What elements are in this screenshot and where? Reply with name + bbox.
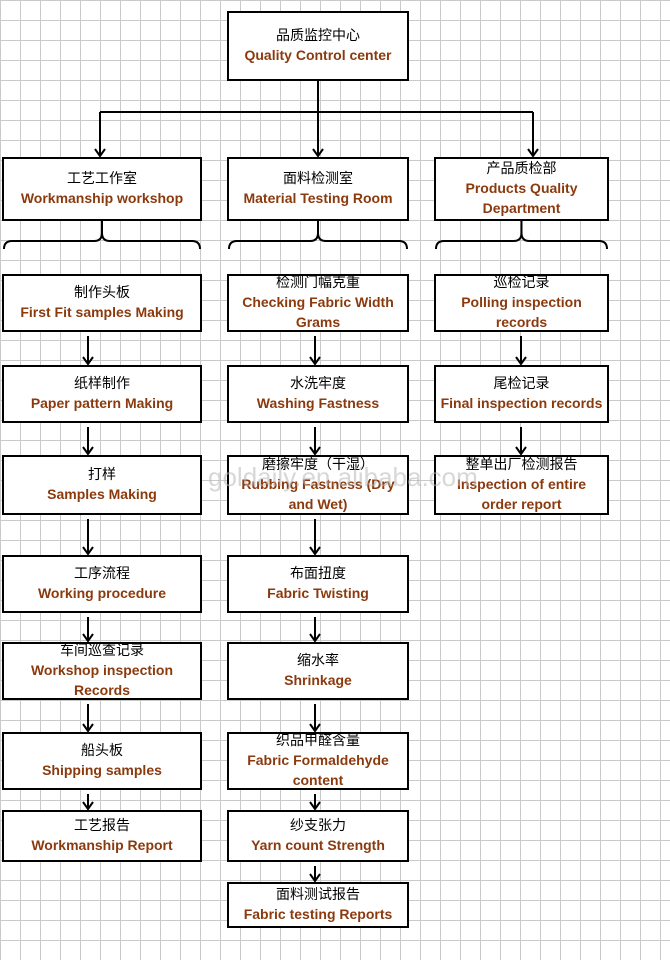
step-node-0-4: 车间巡查记录 Workshop inspection Records xyxy=(2,642,202,700)
step-node-0-3: 工序流程 Working procedure xyxy=(2,555,202,613)
step-node-0-6: 工艺报告 Workmanship Report xyxy=(2,810,202,862)
step-arrow-1-1-head xyxy=(309,446,321,456)
column-header-2: 产品质检部 Products Quality Department xyxy=(434,157,609,221)
step-node-0-1: 纸样制作 Paper pattern Making xyxy=(2,365,202,423)
brace-2 xyxy=(435,232,608,250)
step-arrow-1-4-head xyxy=(309,723,321,733)
column-header-0-label-en: Workmanship workshop xyxy=(20,190,184,206)
step-arrow-1-3-head xyxy=(309,633,321,643)
step-node-0-5: 船头板 Shipping samples xyxy=(2,732,202,790)
step-arrow-1-2-head xyxy=(309,546,321,556)
step-node-1-7-label-zh: 面料测试报告 xyxy=(276,887,360,903)
step-node-0-5-label-zh: 船头板 xyxy=(81,743,123,759)
step-node-2-2: 整单出厂检测报告 Inspection of entire order repor… xyxy=(434,455,609,515)
step-node-0-2: 打样 Samples Making xyxy=(2,455,202,515)
root-arrow-0-head xyxy=(94,148,106,158)
step-node-0-6-label-en: Workmanship Report xyxy=(31,837,173,853)
root-node-label-zh: 品质监控中心 xyxy=(276,28,360,44)
step-node-2-2-label-en: Inspection of entire order report xyxy=(456,476,587,512)
step-node-2-0-label-en: Polling inspection records xyxy=(461,294,582,330)
step-node-1-5-label-zh: 织品甲醛含量 xyxy=(276,733,360,749)
step-arrow-0-1-head xyxy=(82,446,94,456)
step-node-1-0-label-zh: 检测门幅克重 xyxy=(276,275,360,291)
step-arrow-1-6-head xyxy=(309,873,321,883)
step-node-1-2-label-en: Rubbing Fastness (Dry and Wet) xyxy=(241,476,395,512)
step-node-1-6-label-zh: 纱支张力 xyxy=(290,818,346,834)
step-node-1-3: 布面扭度 Fabric Twisting xyxy=(227,555,409,613)
column-header-1-label-en: Material Testing Room xyxy=(243,190,393,206)
step-arrow-2-1-head xyxy=(515,446,527,456)
step-arrow-1-5-head xyxy=(309,801,321,811)
step-node-1-0: 检测门幅克重 Checking Fabric Width Grams xyxy=(227,274,409,332)
column-header-2-label-en: Products Quality Department xyxy=(465,180,578,216)
step-arrow-2-0-head xyxy=(515,356,527,366)
step-node-2-0: 巡检记录 Polling inspection records xyxy=(434,274,609,332)
step-arrow-1-0-head xyxy=(309,356,321,366)
step-node-0-5-label-en: Shipping samples xyxy=(42,762,162,778)
column-header-1: 面料检测室 Material Testing Room xyxy=(227,157,409,221)
step-node-0-0-label-zh: 制作头板 xyxy=(74,285,130,301)
root-arrow-1-head xyxy=(312,148,324,158)
step-node-1-4-label-en: Shrinkage xyxy=(284,672,352,688)
step-node-1-5: 织品甲醛含量 Fabric Formaldehyde content xyxy=(227,732,409,790)
step-node-1-5-label-en: Fabric Formaldehyde content xyxy=(247,752,389,788)
watermark: goldaily.en.alibaba.com xyxy=(208,462,478,492)
step-node-0-0-label-en: First Fit samples Making xyxy=(20,304,184,320)
root-node: 品质监控中心 Quality Control center xyxy=(227,11,409,81)
step-node-1-4: 缩水率 Shrinkage xyxy=(227,642,409,700)
column-header-0: 工艺工作室 Workmanship workshop xyxy=(2,157,202,221)
step-node-1-1-label-en: Washing Fastness xyxy=(256,395,380,411)
step-node-1-2-label-zh: 磨擦牢度（干湿） xyxy=(262,457,374,473)
column-header-0-label-zh: 工艺工作室 xyxy=(67,171,137,187)
step-node-0-4-label-en: Workshop inspection Records xyxy=(30,662,174,698)
step-node-1-3-label-zh: 布面扭度 xyxy=(290,566,346,582)
step-node-1-1: 水洗牢度 Washing Fastness xyxy=(227,365,409,423)
step-arrow-0-0-head xyxy=(82,356,94,366)
step-node-1-3-label-en: Fabric Twisting xyxy=(267,585,369,601)
step-node-0-4-label-zh: 车间巡查记录 xyxy=(60,643,144,659)
root-arrow-2-head xyxy=(527,148,539,158)
root-node-label-en: Quality Control center xyxy=(244,47,392,63)
brace-1 xyxy=(228,232,408,250)
column-header-1-label-zh: 面料检测室 xyxy=(283,171,353,187)
step-arrow-0-3-head xyxy=(82,633,94,643)
step-arrow-0-4-head xyxy=(82,723,94,733)
step-node-0-3-label-en: Working procedure xyxy=(37,585,167,601)
step-node-1-7-label-en: Fabric testing Reports xyxy=(243,906,393,922)
step-node-2-1-label-en: Final inspection records xyxy=(440,395,603,411)
step-node-2-1-label-zh: 尾检记录 xyxy=(493,376,550,392)
step-node-2-2-label-zh: 整单出厂检测报告 xyxy=(465,457,578,473)
step-node-1-6: 纱支张力 Yarn count Strength xyxy=(227,810,409,862)
step-node-1-2: 磨擦牢度（干湿） Rubbing Fastness (Dry and Wet) xyxy=(227,455,409,515)
step-arrow-0-2-head xyxy=(82,546,94,556)
step-node-2-0-label-zh: 巡检记录 xyxy=(493,275,550,291)
step-node-0-6-label-zh: 工艺报告 xyxy=(74,818,130,834)
step-node-1-4-label-zh: 缩水率 xyxy=(297,653,339,669)
step-node-0-1-label-en: Paper pattern Making xyxy=(30,395,174,411)
step-node-0-0: 制作头板 First Fit samples Making xyxy=(2,274,202,332)
step-node-0-2-label-en: Samples Making xyxy=(47,486,157,502)
step-node-0-2-label-zh: 打样 xyxy=(88,467,116,483)
step-node-0-1-label-zh: 纸样制作 xyxy=(74,376,130,392)
brace-0 xyxy=(3,232,201,250)
step-arrow-0-5-head xyxy=(82,801,94,811)
step-node-1-7: 面料测试报告 Fabric testing Reports xyxy=(227,882,409,928)
step-node-1-6-label-en: Yarn count Strength xyxy=(251,837,385,853)
step-node-1-1-label-zh: 水洗牢度 xyxy=(290,376,346,392)
step-node-1-0-label-en: Checking Fabric Width Grams xyxy=(242,294,394,330)
column-header-2-label-zh: 产品质检部 xyxy=(486,161,557,177)
step-node-2-1: 尾检记录 Final inspection records xyxy=(434,365,609,423)
step-node-0-3-label-zh: 工序流程 xyxy=(74,566,130,582)
